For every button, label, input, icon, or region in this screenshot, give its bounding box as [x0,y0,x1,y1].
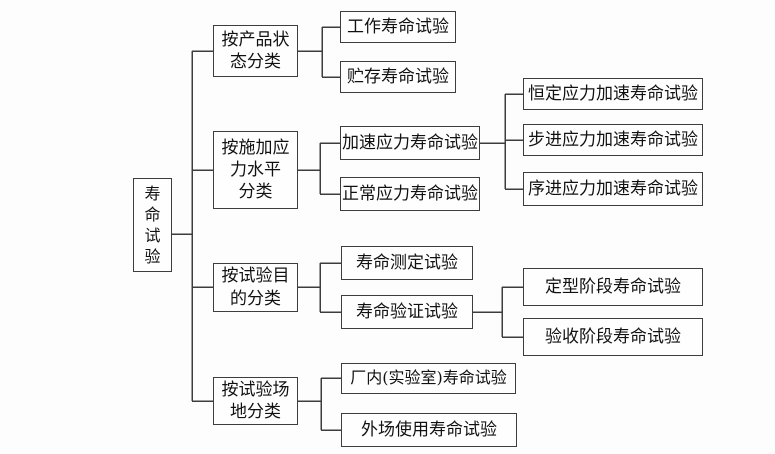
node-accelerated-stress-life-test: 加速应力寿命试验 [340,126,480,160]
node-in-plant-lab-life-test: 厂内(实验室)寿命试验 [341,363,516,394]
node-progressive-stress-accelerated-test: 序进应力加速寿命试验 [523,172,703,206]
node-field-use-life-test: 外场使用寿命试验 [341,413,517,447]
node-constant-stress-accelerated-test: 恒定应力加速寿命试验 [523,78,703,110]
node-step-stress-accelerated-test: 步进应力加速寿命试验 [523,124,703,156]
node-life-verification-test: 寿命验证试验 [341,295,473,329]
node-qualification-stage-life-test: 定型阶段寿命试验 [523,268,703,306]
category-by-product-state: 按产品状 态分类 [213,25,298,77]
category-by-test-purpose: 按试验目 的分类 [213,263,298,312]
node-life-measurement-test: 寿命测定试验 [341,246,473,280]
node-normal-stress-life-test: 正常应力寿命试验 [340,177,480,211]
root-node-life-test: 寿 命 试 验 [133,178,172,272]
node-working-life-test: 工作寿命试验 [340,11,456,43]
node-storage-life-test: 贮存寿命试验 [340,61,456,93]
category-by-test-site: 按试验场 地分类 [213,377,298,425]
category-by-stress-level: 按施加应 力水平 分类 [213,131,298,209]
node-acceptance-stage-life-test: 验收阶段寿命试验 [523,318,703,356]
